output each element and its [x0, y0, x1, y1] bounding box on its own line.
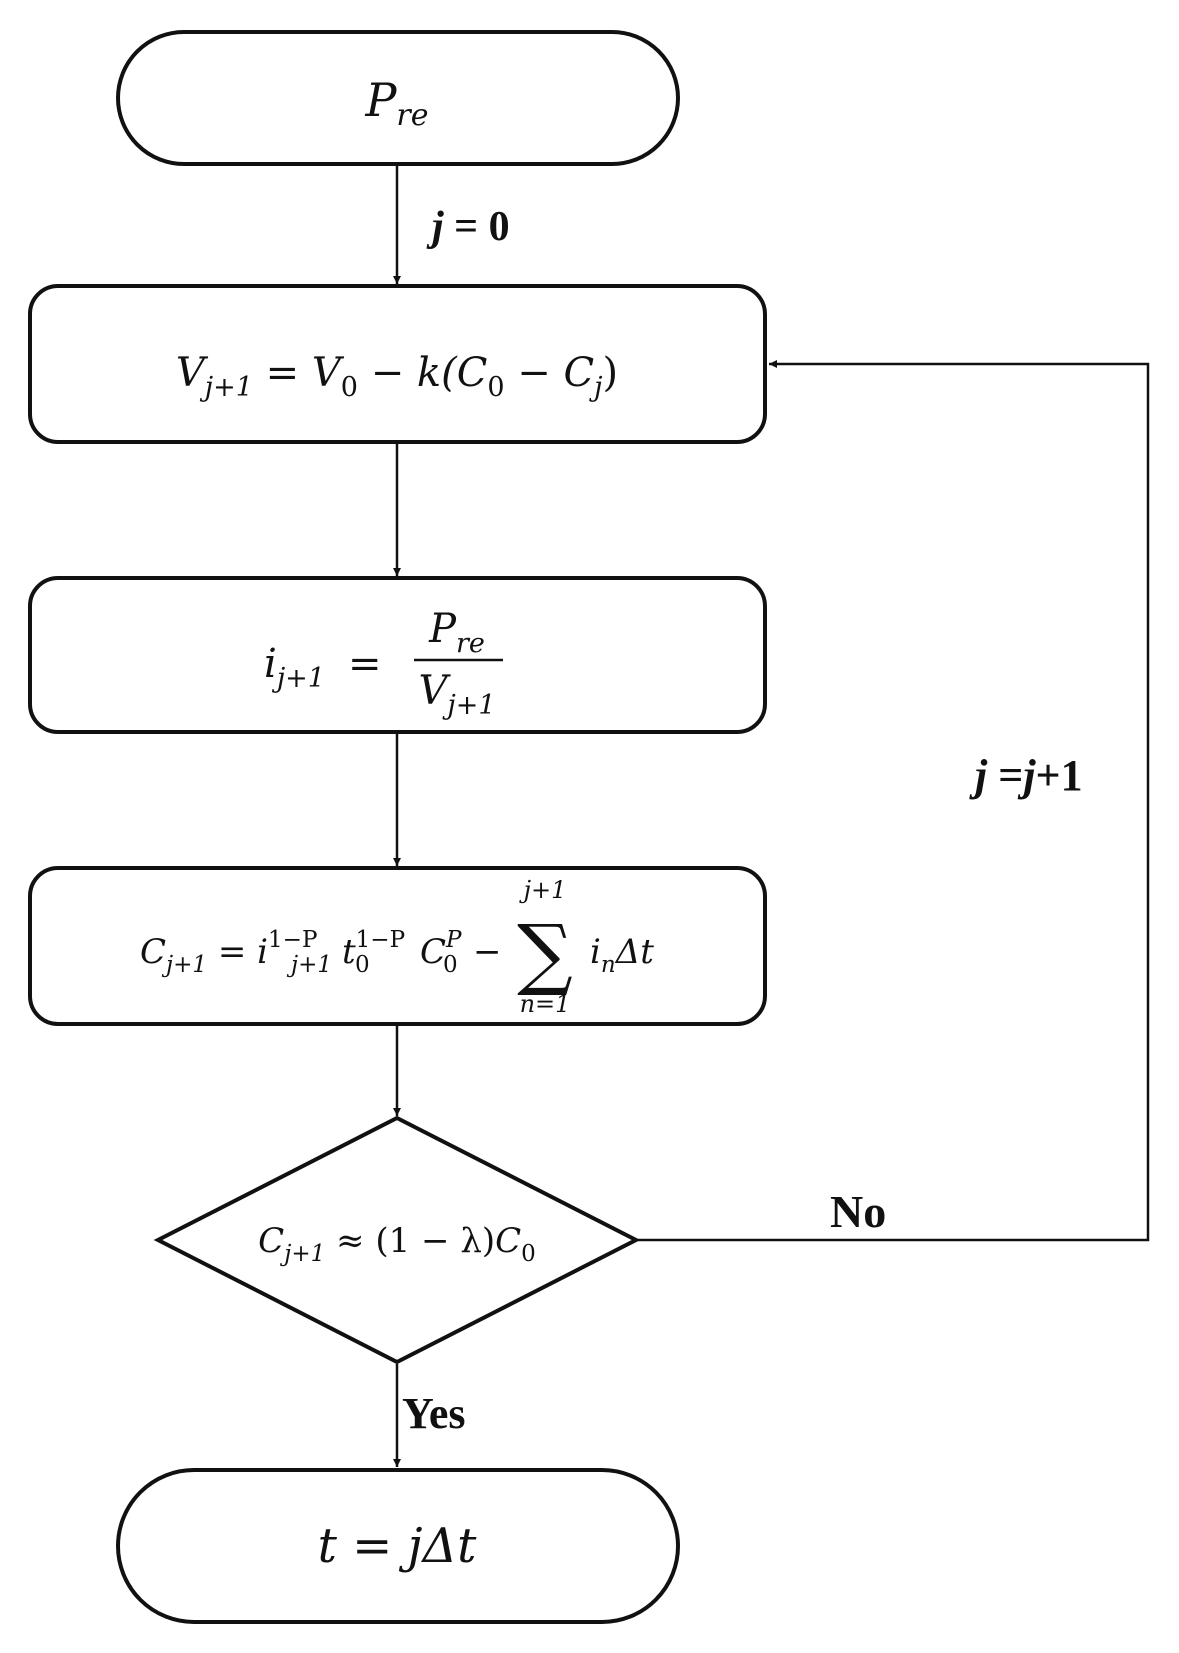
- capacity-step-box: Cj+1 = i1−P j+1 t1−P 0 CP 0 − ∑ j+1 n=1 …: [28, 866, 767, 1026]
- decision-shape: [153, 1115, 641, 1365]
- capacity-i-subscript: j+1: [286, 952, 332, 978]
- summation-term: inΔt: [590, 932, 654, 978]
- current-formula-lhs: ij+1: [264, 641, 325, 694]
- current-formula-equals: =: [348, 641, 382, 687]
- start-label: Pre: [364, 73, 428, 133]
- current-formula-numerator: Pre: [428, 606, 485, 659]
- current-formula-denominator: Vj+1: [418, 668, 495, 721]
- capacity-formula-t: t1−P: [342, 927, 405, 972]
- summation-upper-limit: j+1: [519, 876, 567, 904]
- init-label: j = 0: [426, 204, 510, 250]
- yes-label: Yes: [402, 1389, 466, 1438]
- start-terminator: Pre: [116, 30, 680, 166]
- decision-condition: Cj+1 ≈ (1 − λ)C0: [258, 1221, 536, 1267]
- no-label: No: [830, 1186, 886, 1237]
- voltage-step-box: Vj+1 = V0 − k(C0 − Cj): [28, 284, 767, 444]
- capacity-c-subscript: 0: [443, 952, 458, 978]
- capacity-formula-c: CP: [420, 927, 462, 972]
- summation-lower-limit: n=1: [520, 990, 571, 1018]
- voltage-formula: Vj+1 = V0 − k(C0 − Cj): [176, 350, 618, 403]
- decision-diamond: Cj+1 ≈ (1 − λ)C0: [153, 1115, 641, 1365]
- capacity-step-shape: [28, 866, 767, 1026]
- start-terminator-shape: [116, 30, 680, 166]
- current-step-shape: [28, 576, 767, 734]
- capacity-t-subscript: 0: [355, 952, 370, 978]
- end-terminator-shape: [116, 1468, 680, 1624]
- current-step-box: ij+1 = Pre Vj+1: [28, 576, 767, 734]
- end-label: t = jΔt: [318, 1518, 478, 1574]
- arrow-no-loop: [636, 360, 1150, 1242]
- capacity-minus: −: [473, 932, 502, 972]
- loop-label: j =j+1: [969, 751, 1083, 800]
- capacity-formula-left: Cj+1 = i1−P: [140, 927, 317, 978]
- end-terminator: t = jΔt: [116, 1468, 680, 1624]
- summation-sign: ∑: [517, 909, 573, 999]
- voltage-step-shape: [28, 284, 767, 444]
